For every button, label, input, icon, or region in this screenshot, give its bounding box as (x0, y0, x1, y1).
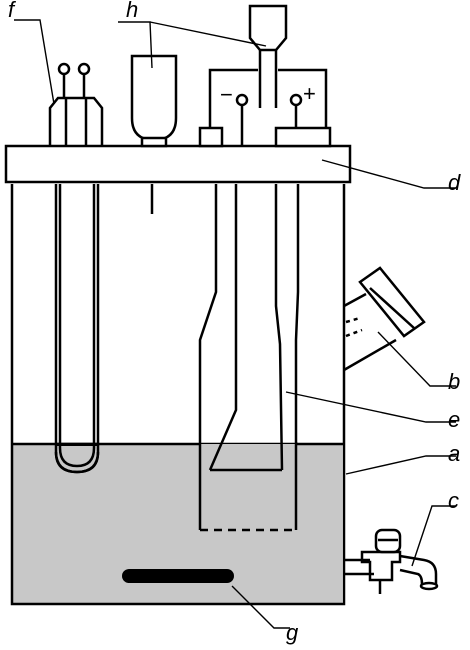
positive-terminal-sign: + (303, 81, 316, 106)
negative-terminal-sign: − (220, 82, 233, 107)
left-fitting (198, 126, 224, 148)
stirrer-bar (122, 569, 234, 583)
lid (4, 144, 352, 184)
label-e: e (448, 407, 460, 432)
heater-tube (48, 62, 104, 474)
label-d: d (448, 170, 461, 195)
feed-funnel (248, 4, 288, 108)
right-fitting (274, 126, 332, 148)
power-supply (208, 68, 328, 146)
label-c: c (448, 488, 459, 513)
label-f: f (8, 0, 17, 22)
label-a: a (448, 441, 460, 466)
leader-lines (14, 19, 456, 629)
label-g: g (286, 620, 299, 645)
drain-valve (344, 528, 439, 594)
label-h: h (126, 0, 138, 22)
label-b: b (448, 369, 460, 394)
vessel (10, 184, 346, 606)
reagent-tube (130, 54, 178, 148)
electrode-compartment (198, 184, 300, 532)
side-port (343, 266, 426, 372)
